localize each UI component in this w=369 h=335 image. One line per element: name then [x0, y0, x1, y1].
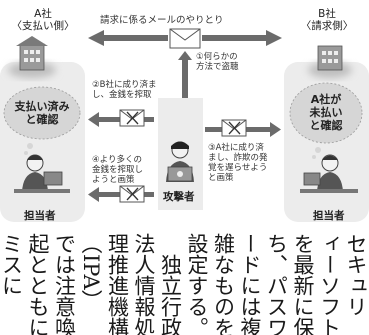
text-column: ィーソフト: [317, 233, 342, 335]
text-column: 設定する。: [185, 233, 209, 335]
step1-line1: ①何らかの: [196, 52, 238, 62]
text-column: （IPA）: [79, 233, 103, 311]
party-a-name: A社: [34, 8, 52, 20]
party-b-bubble-line1: A社が: [310, 93, 342, 106]
party-a-bubble-line1: 支払い済み: [14, 100, 70, 113]
party-b-bubble: [289, 82, 363, 144]
diagram: 請求に係るメールのやりとり A社 〈支払い側〉 B社 〈請求側〉 支払い済み と…: [0, 8, 369, 222]
party-b-role: 〈請求側〉: [300, 20, 354, 32]
top-double-arrow: [88, 30, 282, 46]
step2-envelope-icon: [119, 109, 145, 127]
step3-line4: と画策: [208, 173, 234, 183]
party-b-name: B社: [318, 8, 336, 20]
party-a-bubble-text: 支払い済み と確認: [4, 100, 80, 126]
party-a-bubble-line2: と確認: [25, 113, 59, 126]
text-column: 起とともに: [26, 233, 50, 335]
building-b-icon: [308, 45, 352, 78]
step2-line1: ②B社に成り済ま: [92, 80, 157, 90]
step1-line2: 方法で盗聴: [196, 62, 239, 72]
person-a-icon: [14, 154, 70, 193]
step3-envelope-icon: [221, 119, 247, 137]
step1-arrow: [178, 51, 192, 98]
step3-line2: まし、詐欺の発: [208, 153, 268, 163]
envelope-icon: [169, 28, 201, 49]
text-column: ち、パスワ: [264, 233, 289, 335]
step4-line2: 金銭を搾取し: [92, 165, 144, 175]
party-b-bubble-line3: と確認: [309, 119, 343, 132]
party-b-person-label: 担当者: [313, 210, 345, 222]
building-a-icon: [8, 36, 56, 78]
step1-label: ①何らかの 方法で盗聴: [196, 52, 239, 72]
party-a-role: 〈支払い側〉: [11, 20, 75, 32]
step3-line1: ③A社に成り済: [208, 143, 264, 153]
diagram-graphics: [0, 28, 369, 222]
text-column: では注意喚: [52, 233, 77, 335]
party-a-bubble: [3, 86, 81, 140]
text-column: セキュリ: [344, 233, 368, 317]
party-a-zone: [0, 62, 85, 222]
text-column: ミスに: [0, 233, 24, 296]
top-label: 請求に係るメールのやりとり: [100, 15, 224, 26]
text-column: 独立行政: [158, 233, 183, 335]
step2-label: ②B社に成り済ま し、金銭を搾取: [92, 80, 156, 100]
party-b-title: B社 〈請求側〉: [292, 8, 362, 32]
text-column: ードには複: [238, 233, 262, 335]
party-a-person-label: 担当者: [24, 210, 56, 222]
step4-line1: ④より多くの: [92, 155, 142, 165]
party-b-bubble-line2: 未払い: [309, 106, 343, 119]
step3-label: ③A社に成り済 まし、詐欺の発 覚を遅らせよう と画策: [208, 143, 268, 183]
text-column: 法人情報処: [132, 233, 156, 335]
attacker-icon: [166, 141, 194, 182]
party-b-bubble-text: A社が 未払い と確認: [292, 93, 360, 132]
text-column: 雑なものを: [211, 233, 236, 335]
step2-line2: し、金銭を搾取: [92, 90, 152, 100]
person-b-icon: [300, 154, 358, 193]
step4-envelope-icon: [119, 185, 145, 203]
step4-label: ④より多くの 金銭を搾取し ようと画策: [92, 155, 143, 185]
step3-line3: 覚を遅らせよう: [208, 163, 268, 173]
text-column: を最新に保: [291, 233, 315, 335]
article-body-text: セキュリ ィーソフト を最新に保 ち、パスワ ードには複 雑なものを 設定する。…: [0, 233, 369, 335]
party-a-title: A社 〈支払い側〉: [8, 8, 78, 32]
text-column: 理推進機構: [105, 233, 130, 335]
attacker-label: 攻撃者: [163, 191, 195, 203]
step4-line3: ようと画策: [92, 175, 135, 185]
